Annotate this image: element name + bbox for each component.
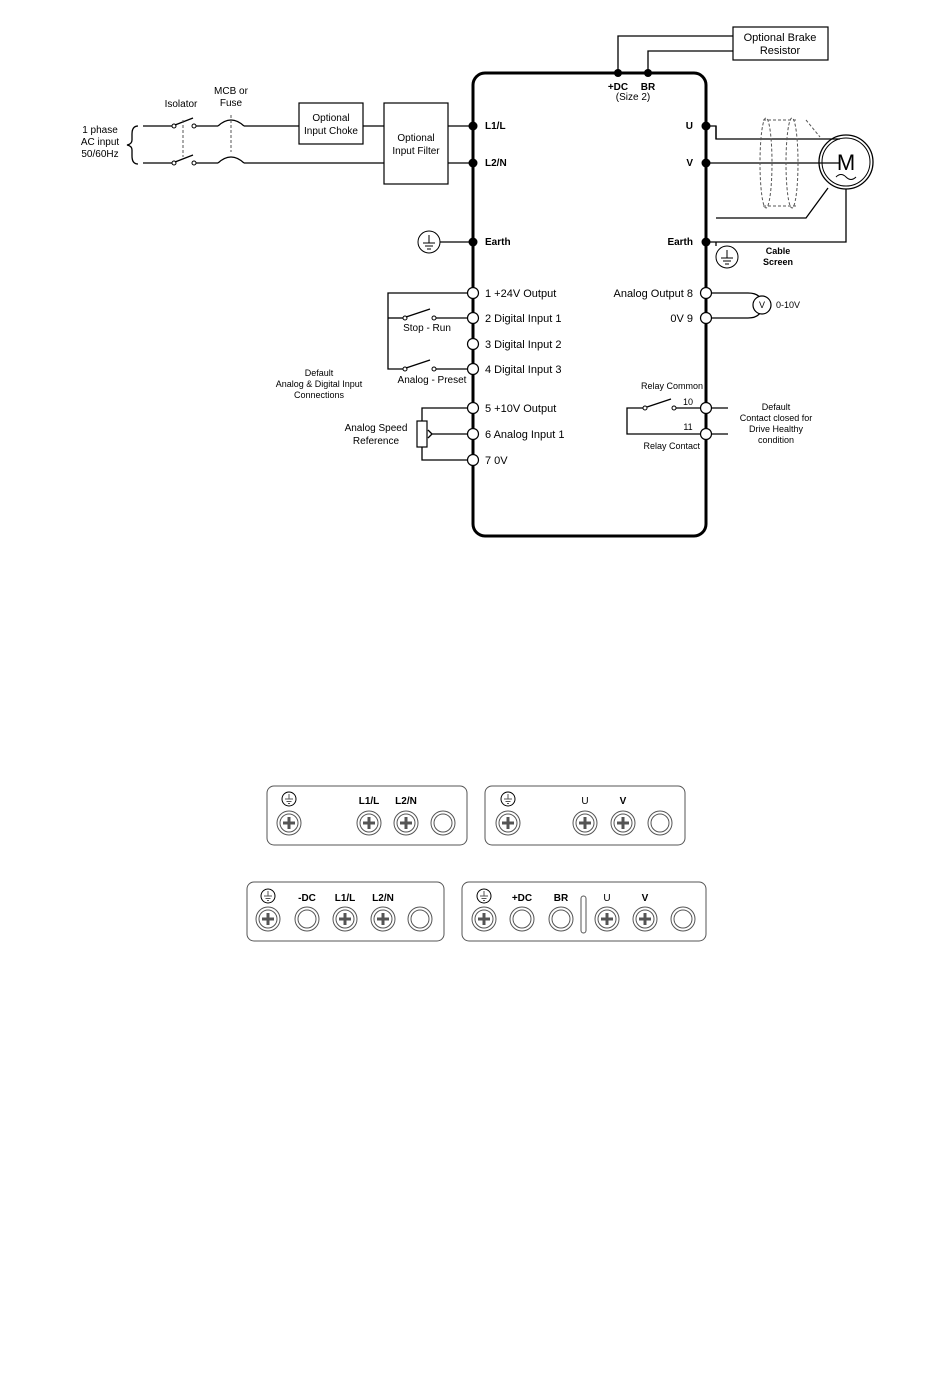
l2-terminal-label: L2/N [485, 158, 507, 169]
cable-screen-label: Cable [766, 246, 791, 256]
terminal-5-label: 5 +10V Output [485, 403, 556, 415]
drive-enclosure [471, 71, 708, 538]
u-terminal-label: U [686, 121, 693, 132]
isolator-label: Isolator [165, 99, 198, 110]
brake-resistor-box [732, 26, 829, 61]
block-label-l1: L1/L [335, 893, 356, 904]
input-filter-label: Input Filter [392, 146, 440, 157]
size2-label: (Size 2) [616, 92, 650, 103]
relay-note: Default [762, 402, 791, 412]
block-label-minus-dc: -DC [298, 893, 316, 904]
relay-note: Contact closed for [740, 413, 813, 423]
block-label-l1: L1/L [359, 796, 380, 807]
block-label-l2: L2/N [395, 796, 417, 807]
terminal-block-size1-power: L1/L L2/N [266, 785, 468, 846]
earth-left-icon [417, 230, 441, 254]
brake-resistor-label: Resistor [760, 45, 801, 57]
block-label-v: V [642, 893, 649, 904]
terminal-block-size2-power: -DC L1/L L2/N [246, 881, 445, 942]
speed-reference-label: Reference [353, 436, 400, 447]
input-choke-label: Input Choke [304, 126, 358, 137]
dc-plus-label: +DC [608, 82, 628, 93]
earth-right-icon [715, 245, 739, 269]
terminal-11-label: 11 [683, 422, 692, 432]
terminal-block-size2-motor: +DC BR U V [461, 881, 707, 942]
terminal-1-label: 1 +24V Output [485, 288, 556, 300]
default-connections-note: Analog & Digital Input [276, 379, 363, 389]
mcb-label: Fuse [220, 98, 243, 109]
speed-reference-label: Analog Speed [345, 423, 408, 434]
relay-note: Drive Healthy [749, 424, 804, 434]
relay-contact-label: Relay Contact [643, 441, 700, 451]
block-label-u: U [603, 893, 610, 904]
input-filter-box [383, 102, 449, 185]
potentiometer [416, 420, 428, 448]
stop-run-label: Stop - Run [403, 323, 451, 334]
terminal-block-size1-motor: U V [484, 785, 686, 846]
block-label-br: BR [554, 893, 569, 904]
cable-screen-label: Screen [763, 257, 793, 267]
terminal-7-label: 7 0V [485, 455, 508, 467]
block-label-v: V [620, 796, 627, 807]
terminal-6-label: 6 Analog Input 1 [485, 429, 565, 441]
terminal-4-label: 4 Digital Input 3 [485, 364, 561, 376]
brake-resistor-label: Optional Brake [744, 32, 817, 44]
relay-common-label: Relay Common [641, 381, 703, 391]
motor-label: M [837, 150, 855, 175]
input-filter-label: Optional [397, 133, 434, 144]
supply-label: 50/60Hz [81, 149, 118, 160]
br-label: BR [641, 82, 656, 93]
input-choke-box [298, 102, 364, 145]
zero-volt-9-label: 0V 9 [670, 313, 693, 325]
relay-note: condition [758, 435, 794, 445]
input-choke-label: Optional [312, 113, 349, 124]
block-label-u: U [581, 796, 588, 807]
supply-label: 1 phase [82, 125, 118, 136]
v-terminal-label: V [686, 158, 693, 169]
block-label-plus-dc: +DC [512, 893, 532, 904]
terminal-2-label: 2 Digital Input 1 [485, 313, 561, 325]
analog-preset-label: Analog - Preset [398, 375, 467, 386]
terminal-3-label: 3 Digital Input 2 [485, 339, 561, 351]
block-label-l2: L2/N [372, 893, 394, 904]
earth-left-label: Earth [485, 237, 511, 248]
earth-right-label: Earth [667, 237, 693, 248]
default-connections-note: Default [305, 368, 334, 378]
meter-range-label: 0-10V [776, 300, 800, 310]
supply-label: AC input [81, 137, 120, 148]
default-connections-note: Connections [294, 390, 345, 400]
analog-output-label: Analog Output 8 [613, 288, 693, 300]
voltmeter [752, 295, 772, 315]
l1-terminal-label: L1/L [485, 121, 506, 132]
terminal-10-label: 10 [683, 397, 693, 407]
voltmeter-label: V [759, 300, 765, 310]
mcb-label: MCB or [214, 86, 249, 97]
